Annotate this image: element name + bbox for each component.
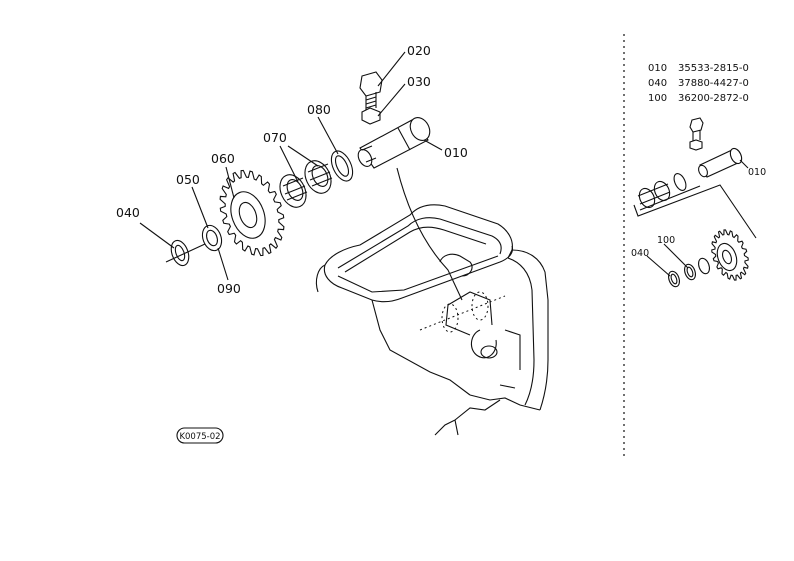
table-row-1-part: 35533-2815-0 <box>678 63 749 74</box>
inset-label-010: 010 <box>748 167 766 178</box>
assembly-axis <box>165 243 206 263</box>
thrust-washer-040 <box>170 239 190 267</box>
table-row-2-part: 37880-4427-0 <box>678 78 749 89</box>
inset-assembly: 010 100 040 <box>631 117 766 288</box>
shaft-010 <box>357 117 431 169</box>
label-080: 080 <box>307 102 331 117</box>
inset-label-040: 040 <box>631 248 649 259</box>
shaft-guide-line <box>396 167 463 301</box>
washer-030 <box>361 107 381 125</box>
housing-outline <box>315 204 549 436</box>
figure-code-badge: K0075-02 <box>176 427 224 444</box>
table-row-3-part: 36200-2872-0 <box>678 93 749 104</box>
parts-table: 010 35533-2815-0 040 37880-4427-0 100 36… <box>648 63 749 104</box>
needle-bearing-070-b <box>279 174 308 208</box>
bolt-020 <box>359 71 383 112</box>
figure-code-text: K0075-02 <box>179 432 220 442</box>
label-020: 020 <box>407 43 431 58</box>
label-070: 070 <box>263 130 287 145</box>
label-050: 050 <box>176 172 200 187</box>
label-060: 060 <box>211 151 235 166</box>
label-040: 040 <box>116 205 140 220</box>
gear-060 <box>219 169 285 257</box>
inset-label-100: 100 <box>657 235 675 246</box>
label-090: 090 <box>217 281 241 296</box>
needle-bearing-070-a <box>304 160 333 194</box>
label-010: 010 <box>444 145 468 160</box>
collar-090 <box>201 224 223 252</box>
table-row-1-ref: 010 <box>648 63 667 74</box>
main-part-labels: 020 030 080 070 010 060 050 040 090 <box>116 43 468 296</box>
table-row-3-ref: 100 <box>648 93 667 104</box>
table-row-2-ref: 040 <box>648 78 667 89</box>
snap-ring-080 <box>330 150 354 182</box>
label-030: 030 <box>407 74 431 89</box>
leader-lines <box>139 51 443 281</box>
